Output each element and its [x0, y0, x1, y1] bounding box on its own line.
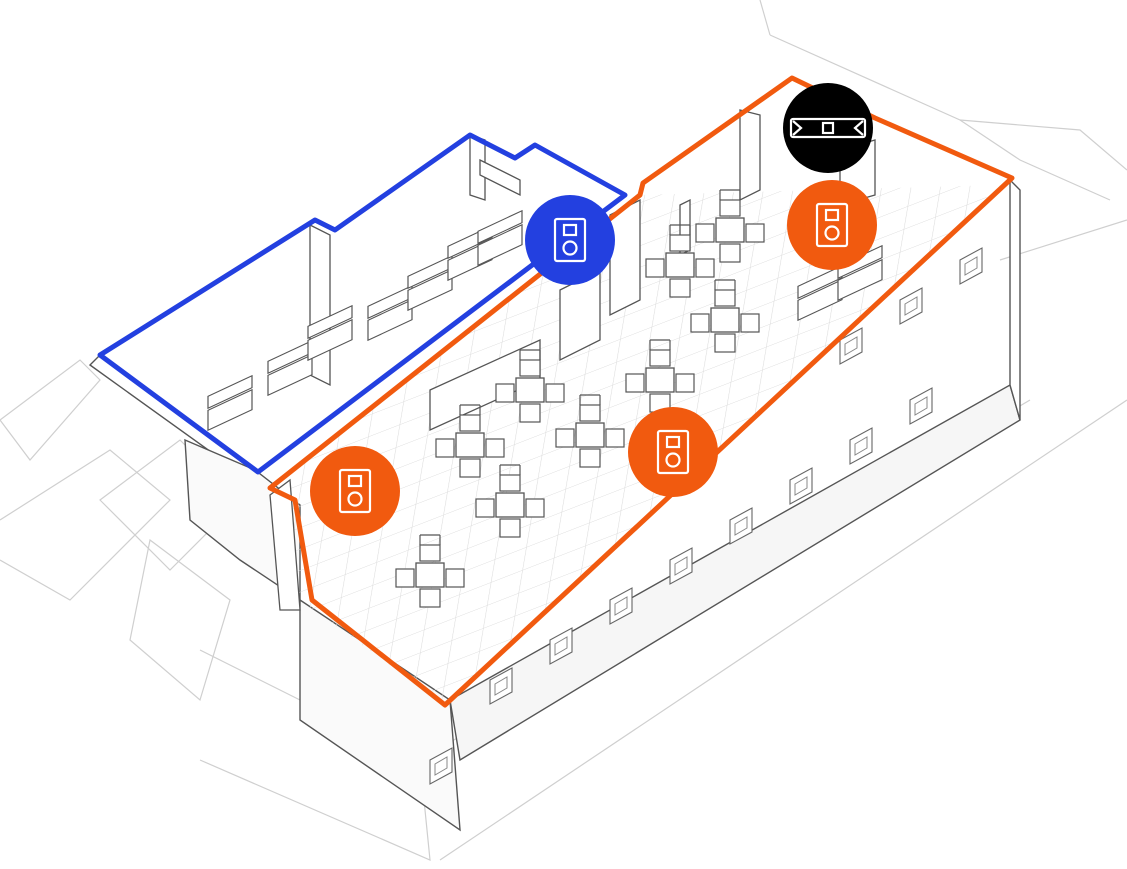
interior-walls	[269, 109, 876, 611]
speaker-icon	[338, 468, 372, 514]
zone-orange-outline	[267, 75, 1015, 708]
speaker-marker-blue[interactable]	[525, 195, 615, 285]
speaker-marker-orange-center[interactable]	[628, 407, 718, 497]
zone-blue-outline	[97, 132, 628, 475]
speaker-marker-orange-top[interactable]	[787, 180, 877, 270]
soundbar-marker[interactable]	[783, 83, 873, 173]
speaker-marker-orange-left[interactable]	[310, 446, 400, 536]
speaker-icon	[553, 217, 587, 263]
speaker-icon	[656, 429, 690, 475]
soundbar-icon	[789, 117, 867, 139]
speaker-icon	[815, 202, 849, 248]
